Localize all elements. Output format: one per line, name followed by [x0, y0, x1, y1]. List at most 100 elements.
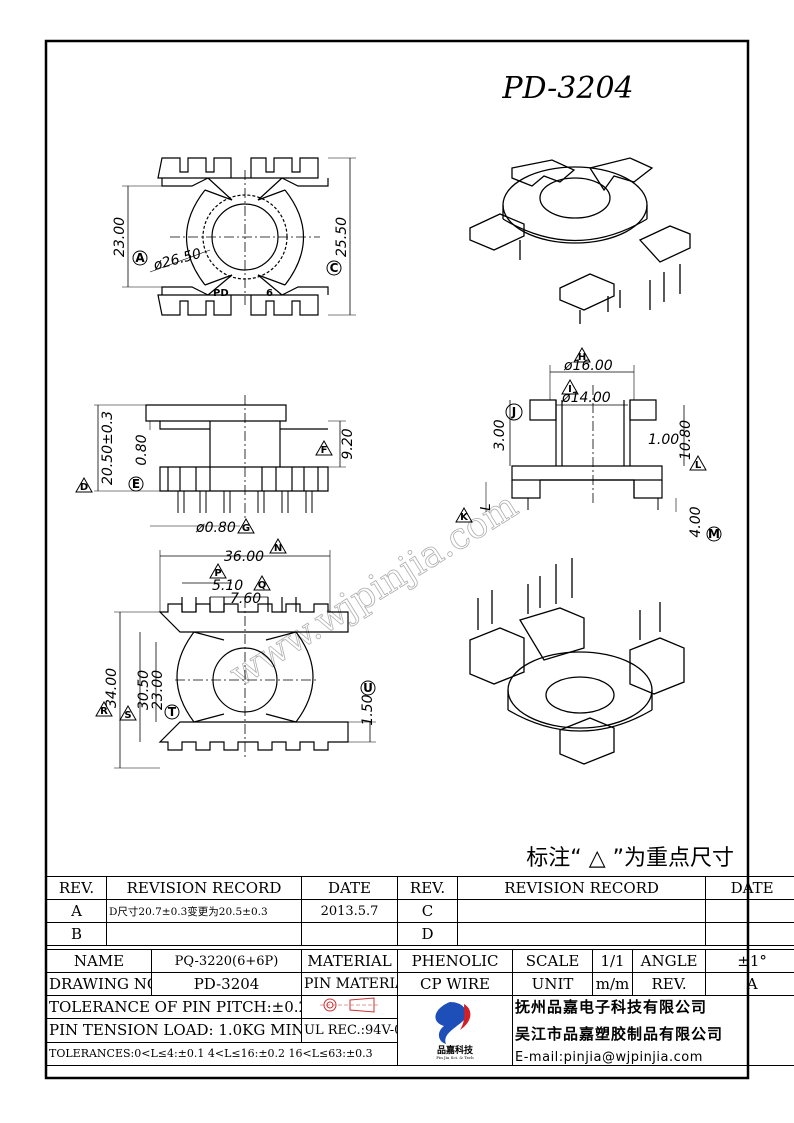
dim-side-w: 1.00: [648, 432, 679, 448]
unit-value: m/m: [592, 972, 634, 996]
top-view: [122, 157, 356, 316]
material-value: PHENOLIC: [397, 949, 514, 973]
date-c: [705, 899, 794, 923]
dim-top-height: 23.00: [112, 217, 128, 257]
dim-front-height-2: 9.20: [340, 428, 356, 459]
rev-value: A: [705, 972, 794, 996]
rev-label: REV.: [632, 972, 707, 996]
rev-header-2: REV.: [397, 876, 459, 900]
revision-row-b: B D: [46, 922, 794, 946]
svg-text:T: T: [168, 705, 177, 719]
name-label: NAME: [46, 949, 152, 973]
unit-label: UNIT: [512, 972, 594, 996]
marker-i: I: [561, 378, 579, 395]
marker-s: S: [119, 704, 137, 721]
marker-p: P: [209, 562, 227, 579]
marker-t: T: [164, 704, 180, 720]
rev-d: D: [397, 922, 459, 946]
svg-text:E: E: [132, 477, 140, 491]
dim-side-h: 3.00: [492, 419, 508, 450]
svg-text:G: G: [242, 523, 250, 534]
bottom-view: [114, 550, 376, 769]
marker-d: D: [75, 476, 93, 493]
drawing-no-label: DRAWING NO.: [46, 972, 152, 996]
record-b: [105, 922, 303, 946]
svg-text:K: K: [460, 512, 469, 523]
marker-q: Q: [253, 574, 271, 591]
svg-text:M: M: [708, 527, 720, 541]
marker-g: G: [237, 517, 255, 534]
marker-u: U: [360, 680, 376, 696]
marker-j: J: [505, 403, 523, 421]
svg-text:F: F: [321, 445, 328, 456]
dim-side-l: L: [479, 503, 494, 510]
dim-bottom-h2: 30.50: [136, 670, 152, 710]
revision-header-row: REV. REVISION RECORD DATE REV. REVISION …: [46, 876, 794, 900]
company-info: 抚州品嘉电子科技有限公司 吴江市品嘉塑胶制品有限公司 E-mail:pinjia…: [512, 995, 794, 1066]
date-header-2: DATE: [705, 876, 794, 900]
svg-text:I: I: [568, 384, 572, 395]
projection-symbol: [301, 994, 399, 1020]
pin-tension-load: PIN TENSION LOAD: 1.0KG MIN: [45, 1018, 303, 1043]
ul-rec: UL REC.:94V-0: [301, 1018, 399, 1043]
svg-text:R: R: [100, 706, 108, 717]
info-row-tolerances: TOLERANCES:0<L≤4:±0.1 4<L≤16:±0.2 16<L≤6…: [45, 1041, 794, 1067]
rev-a: A: [46, 899, 107, 923]
svg-text:C: C: [330, 261, 339, 275]
pin-material-label: PIN MATERIAL: [301, 972, 399, 996]
pin6-mark: 6: [266, 288, 273, 299]
iso-view-bottom: [469, 558, 685, 765]
logo-cell: 品嘉科技 Pin Jia Sci. & Tech: [397, 995, 514, 1066]
dim-bottom-h3: 23.00: [150, 670, 166, 710]
dim-top-height-2: 25.50: [334, 217, 350, 257]
rev-c: C: [397, 899, 459, 923]
drawing-title: PD-3204: [501, 71, 633, 106]
date-d: [705, 922, 794, 946]
svg-text:J: J: [511, 405, 516, 419]
marker-h: H: [573, 346, 591, 363]
svg-text:L: L: [695, 460, 702, 471]
company-logo-icon: 品嘉科技 Pin Jia Sci. & Tech: [435, 1001, 474, 1060]
info-row-name: NAME PQ-3220(6+6P) MATERIAL PHENOLIC SCA…: [46, 949, 794, 973]
angle-value: ±1°: [705, 949, 794, 973]
company-name-1: 抚州品嘉电子科技有限公司: [515, 998, 708, 1016]
info-row-tolerance: TOLERANCE OF PIN PITCH:±0.2 品嘉科技 Pin Jia…: [45, 994, 794, 1066]
svg-text:品嘉科技: 品嘉科技: [437, 1044, 474, 1056]
date-b: [301, 922, 399, 946]
dim-front-flange: 0.80: [134, 434, 150, 465]
info-row-drawing: DRAWING NO. PD-3204 PIN MATERIAL CP WIRE…: [46, 972, 794, 996]
dim-bottom-radius: 1.50: [360, 694, 376, 725]
record-a: D尺寸20.7±0.3变更为20.5±0.3: [105, 899, 303, 923]
company-email: E-mail:pinjia@wjpinjia.com: [515, 1050, 703, 1065]
svg-text:N: N: [274, 543, 282, 554]
pin-pitch-tolerance: TOLERANCE OF PIN PITCH:±0.2: [45, 994, 303, 1020]
callout-markers: A C D E F G H I J K L M N P Q R S T U: [75, 250, 722, 721]
record-header-2: REVISION RECORD: [457, 876, 707, 900]
dim-side-d1: ø16.00: [563, 358, 613, 374]
marker-l: L: [689, 454, 707, 471]
projection-icon: [319, 997, 380, 1013]
svg-text:H: H: [578, 352, 586, 363]
dim-bottom-pitch-1: 5.10: [212, 578, 243, 594]
svg-text:S: S: [124, 710, 131, 721]
iso-view-top: [469, 157, 691, 324]
name-value: PQ-3220(6+6P): [150, 949, 303, 973]
marker-c: C: [326, 260, 342, 276]
company-name-2: 吴江市品嘉塑胶制品有限公司: [515, 1025, 724, 1043]
dim-front-pin: ø0.80: [195, 520, 236, 536]
general-tolerances: TOLERANCES:0<L≤4:±0.1 4<L≤16:±0.2 16<L≤6…: [45, 1041, 399, 1067]
dim-bottom-h1: 34.00: [104, 668, 120, 708]
svg-text:Q: Q: [258, 580, 267, 591]
rev-b: B: [46, 922, 107, 946]
dim-bottom-width: 36.00: [224, 549, 264, 565]
svg-text:A: A: [135, 251, 145, 265]
material-label: MATERIAL: [301, 949, 399, 973]
marker-e: E: [128, 476, 144, 492]
dim-side-h2: 10.80: [678, 420, 694, 460]
side-view: [485, 365, 685, 512]
record-c: [457, 899, 707, 923]
svg-text:U: U: [363, 681, 373, 695]
marker-m: M: [706, 526, 722, 542]
svg-text:Pin Jia Sci. & Tech: Pin Jia Sci. & Tech: [436, 1055, 474, 1060]
